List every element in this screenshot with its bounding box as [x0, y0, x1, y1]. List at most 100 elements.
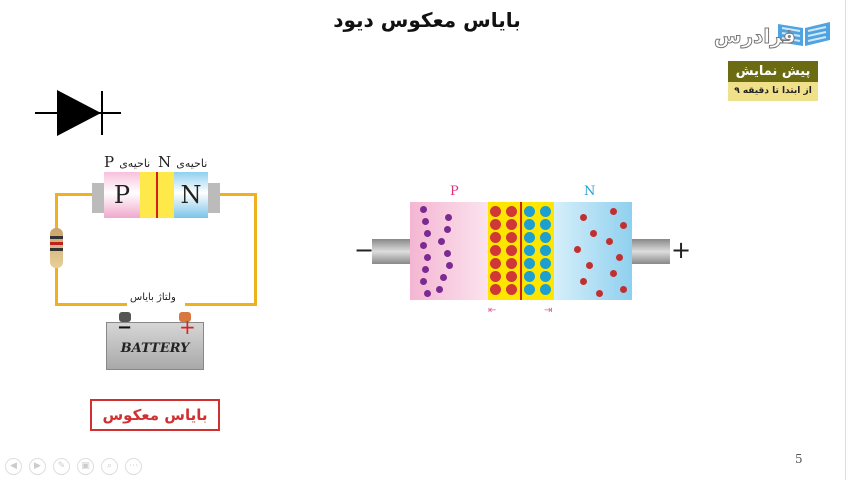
battery-negative-terminal [119, 312, 131, 322]
positive-ion [524, 258, 535, 269]
battery-positive-terminal [179, 312, 191, 322]
bias-voltage-label: ولتاژ بایاس [130, 292, 176, 303]
hole [438, 238, 445, 245]
hole [420, 206, 427, 213]
hole [422, 266, 429, 273]
electron [606, 238, 613, 245]
positive-ion [540, 232, 551, 243]
positive-ion [524, 206, 535, 217]
negative-ion [506, 232, 517, 243]
depletion-widen-left-arrow: ⇤ [488, 305, 497, 316]
more-icon[interactable]: ⋯ [125, 458, 142, 475]
hole [420, 242, 427, 249]
electron [620, 222, 627, 229]
zoom-icon[interactable]: ⌕ [101, 458, 118, 475]
electron [616, 254, 623, 261]
wire [55, 193, 103, 196]
diode-junction [140, 172, 174, 218]
battery-plus: + [179, 315, 196, 339]
battery: − + BATTERY [106, 315, 204, 370]
hole [436, 286, 443, 293]
diode-lead-right [208, 183, 220, 213]
diode-p-region: P [104, 172, 140, 218]
diode-lead-left [92, 183, 104, 213]
pen-icon[interactable]: ✎ [53, 458, 70, 475]
hole [420, 278, 427, 285]
battery-label: BATTERY [120, 341, 190, 356]
hole [422, 218, 429, 225]
positive-ion [540, 219, 551, 230]
negative-ion [490, 284, 501, 295]
negative-ion [490, 219, 501, 230]
junction-lead-right [630, 239, 670, 264]
pn-junction [410, 202, 632, 300]
diode-body: P N [104, 172, 208, 218]
negative-ion [490, 245, 501, 256]
next-icon[interactable]: ▶ [29, 458, 46, 475]
region-p-caption: P ناحیه‌ی [104, 152, 150, 171]
reverse-bias-caption: بایاس معکوس [90, 399, 220, 431]
electron [574, 246, 581, 253]
junction-minus: − [354, 236, 375, 264]
region-p-label: ناحیه‌ی [119, 157, 151, 170]
junction-n-label: N [584, 184, 596, 199]
region-n-letter: N [158, 153, 172, 171]
hole [445, 214, 452, 221]
electron [580, 214, 587, 221]
hole [444, 226, 451, 233]
negative-ion [490, 206, 501, 217]
junction-p-label: P [450, 184, 459, 199]
slide-edge [845, 0, 846, 480]
prev-icon[interactable]: ◀ [5, 458, 22, 475]
junction-lead-left [372, 239, 412, 264]
diode-symbol-icon [35, 90, 121, 136]
negative-ion [506, 271, 517, 282]
negative-ion [490, 271, 501, 282]
hole [446, 262, 453, 269]
negative-ion [490, 258, 501, 269]
junction-plus: + [671, 236, 692, 264]
wire [55, 303, 127, 306]
hole [424, 290, 431, 297]
wire [185, 303, 257, 306]
region-p-letter: P [104, 153, 115, 171]
negative-ion [506, 206, 517, 217]
positive-ion [524, 271, 535, 282]
wire [254, 193, 257, 305]
positive-ion [540, 245, 551, 256]
slides-icon[interactable]: ▣ [77, 458, 94, 475]
negative-ion [506, 245, 517, 256]
slide-title: بایاس معکوس دیود [333, 8, 521, 32]
positive-ion [540, 258, 551, 269]
negative-ion [506, 284, 517, 295]
negative-ion [490, 232, 501, 243]
brand-logo: فرادرس [714, 24, 797, 49]
battery-minus: − [117, 317, 133, 338]
negative-ion [506, 258, 517, 269]
book-logo-icon [778, 22, 830, 46]
depletion-widen-right-arrow: ⇥ [544, 305, 553, 316]
positive-ion [524, 219, 535, 230]
electron [610, 270, 617, 277]
positive-ion [524, 232, 535, 243]
electron [620, 286, 627, 293]
positive-ion [540, 284, 551, 295]
region-n-caption: N ناحیه‌ی [158, 152, 207, 171]
electron [610, 208, 617, 215]
positive-ion [524, 245, 535, 256]
negative-ion [506, 219, 517, 230]
positive-ion [540, 206, 551, 217]
badge-title: پیش نمایش [728, 61, 818, 82]
positive-ion [540, 271, 551, 282]
resistor-icon [50, 228, 63, 268]
region-n-label: ناحیه‌ی [176, 157, 208, 170]
electron [586, 262, 593, 269]
badge-subtitle: از ابتدا تا دقیقه ۹ [728, 82, 818, 101]
electron [590, 230, 597, 237]
n-region [554, 202, 632, 300]
diode-n-region: N [174, 172, 208, 218]
wire [210, 193, 256, 196]
electron [580, 278, 587, 285]
electron [596, 290, 603, 297]
hole [444, 250, 451, 257]
